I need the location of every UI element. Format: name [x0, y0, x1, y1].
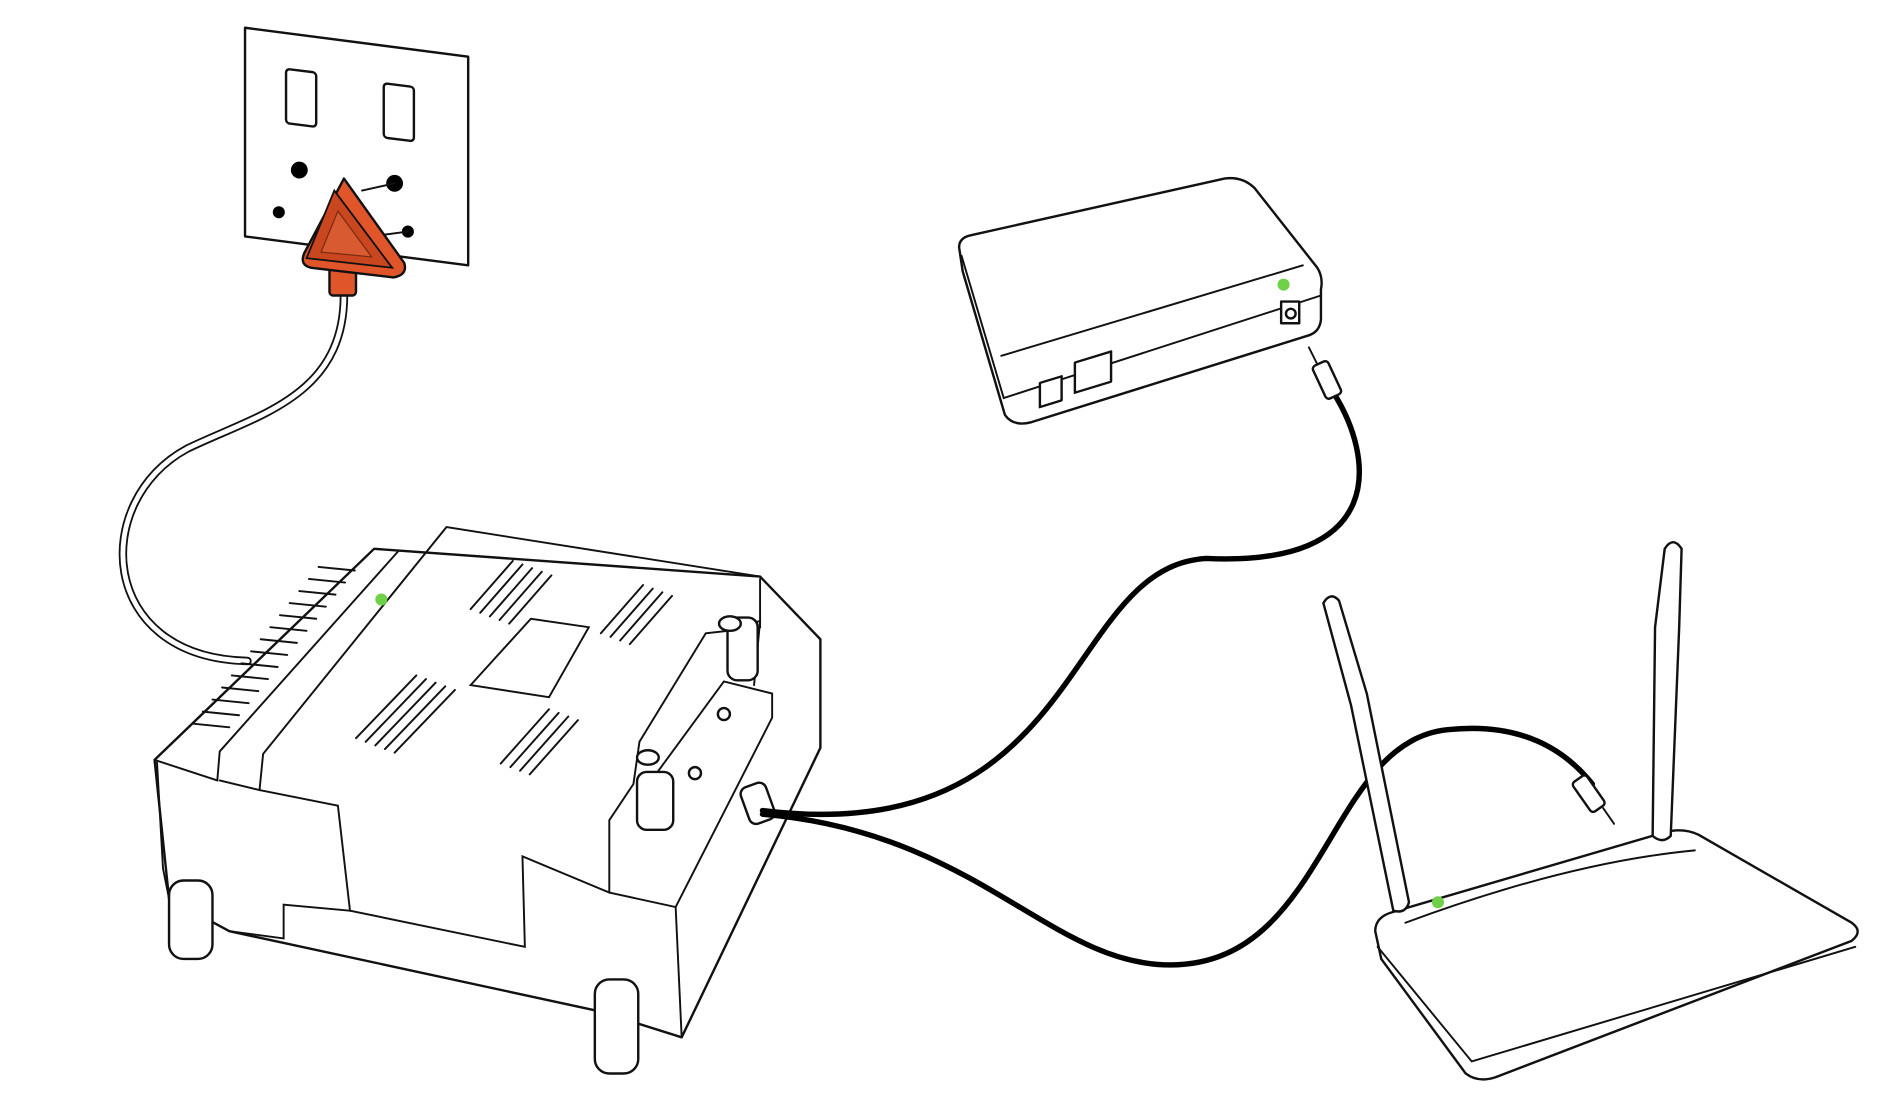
power-plug [301, 177, 407, 297]
ont-box [153, 526, 822, 1075]
antenna-right [1651, 540, 1683, 842]
socket-switch-left [284, 68, 318, 128]
ont-status-led [375, 593, 388, 606]
socket-switch-right [382, 82, 416, 143]
wall-socket [243, 26, 470, 267]
vent-lines [192, 559, 673, 776]
router-status-led [1431, 896, 1444, 909]
modem-status-led [1277, 278, 1290, 291]
ont-to-router-cable [759, 725, 1596, 968]
modem [957, 176, 1323, 425]
ont-to-modem-cable [759, 389, 1362, 818]
wifi-router [1322, 540, 1859, 1081]
antenna-left [1322, 595, 1411, 913]
